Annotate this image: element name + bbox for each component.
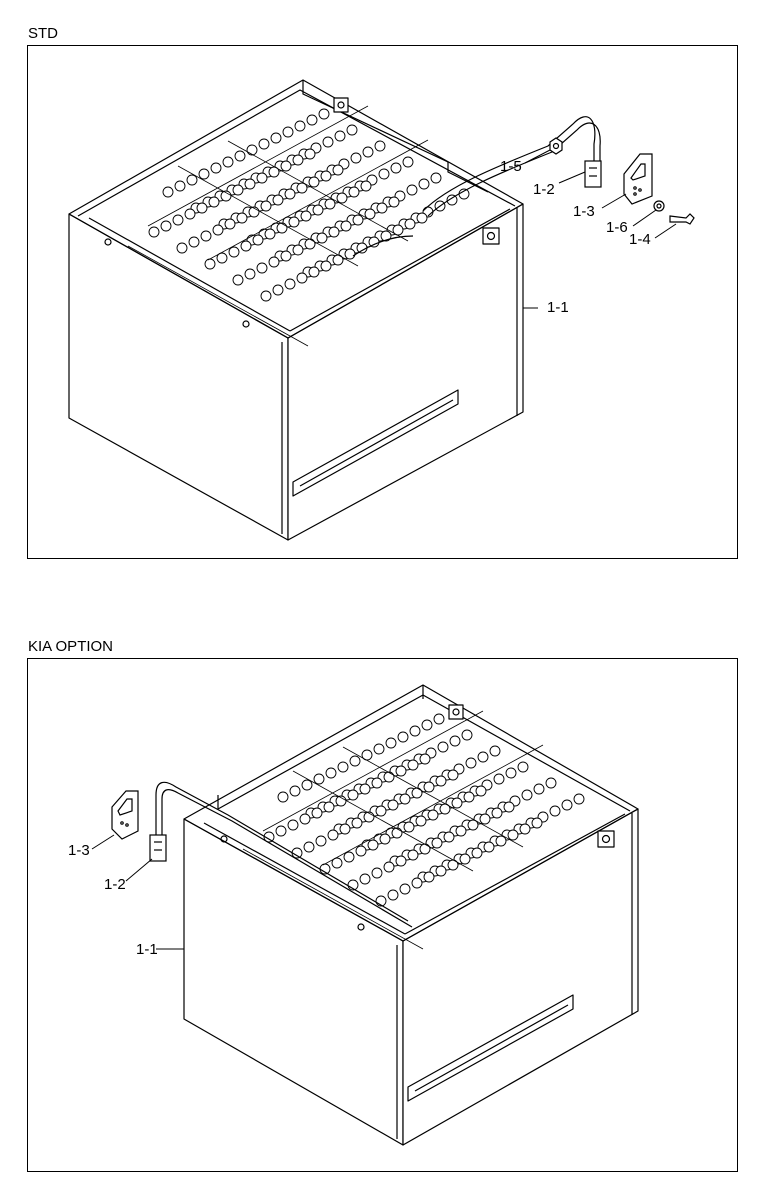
kia-callout-1-2: 1-2 <box>104 876 126 893</box>
std-bolt <box>669 213 695 225</box>
kia-box-top-rim <box>183 684 639 942</box>
kia-right-tab <box>597 830 615 848</box>
kia-box-left-face <box>183 818 404 1146</box>
std-right-tab <box>482 227 500 245</box>
kia-callout-1-3: 1-3 <box>68 842 90 859</box>
std-cable <box>352 116 601 257</box>
std-callout-1-1: 1-1 <box>547 299 569 316</box>
kia-handle-slot <box>407 994 574 1102</box>
std-callout-1-6: 1-6 <box>606 219 628 236</box>
std-callout-1-5: 1-5 <box>500 158 522 175</box>
kia-handle <box>111 790 139 840</box>
std-callout-1-3: 1-3 <box>573 203 595 220</box>
std-handle-slot <box>292 389 459 497</box>
kia-battery-drawing <box>91 684 639 1146</box>
kia-callout-1-1: 1-1 <box>136 941 158 958</box>
std-box-right-face <box>287 203 524 541</box>
std-handle <box>623 153 653 205</box>
std-connector <box>584 160 602 188</box>
std-cells <box>148 108 470 302</box>
kia-cable <box>155 781 413 928</box>
std-box-left-face <box>68 213 289 541</box>
std-callout-1-4: 1-4 <box>629 231 651 248</box>
std-back-tab <box>333 97 349 113</box>
kia-box-right-face <box>402 808 639 1146</box>
kia-connector <box>149 834 167 862</box>
kia-back-tab <box>448 704 464 720</box>
std-battery-drawing <box>68 79 695 541</box>
std-diagram-panel: 1-1 1-2 1-3 1-4 1-5 1-6 <box>27 45 738 559</box>
section-title-std: STD <box>28 25 58 42</box>
section-title-kia-option: KIA OPTION <box>28 638 114 655</box>
std-box-top-rim <box>68 79 524 339</box>
std-callout-1-2: 1-2 <box>533 181 555 198</box>
kia-option-diagram-panel: 1-1 1-2 1-3 <box>27 658 738 1172</box>
